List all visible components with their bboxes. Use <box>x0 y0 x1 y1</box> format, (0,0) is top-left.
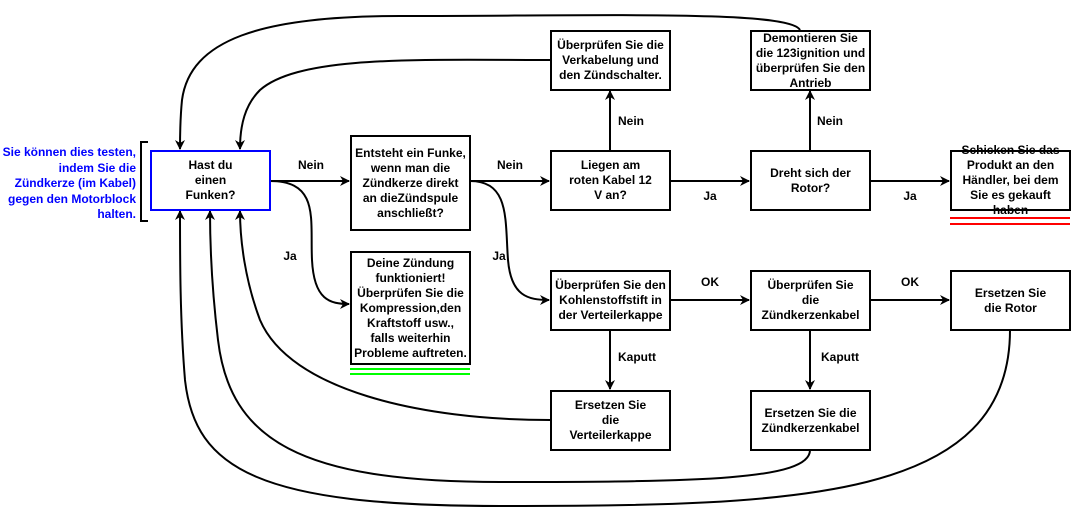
label-cable-broken: Kaputt <box>821 350 859 364</box>
edge-dismount-back <box>175 14 801 150</box>
node-replace-rotor[interactable]: Ersetzen Sie die Rotor <box>950 270 1071 331</box>
label-coil-no: Nein <box>496 158 524 172</box>
node-ignition-ok[interactable]: Deine Zündung funktioniert! Überprüfen S… <box>350 251 471 365</box>
edge-spark-yes <box>269 180 350 309</box>
node-replace-cap[interactable]: Ersetzen Sie die Verteilerkappe <box>550 390 671 451</box>
edge-coil-yes <box>469 180 550 305</box>
label-spark-yes: Ja <box>283 249 297 263</box>
node-check-cable[interactable]: Überprüfen Sie die Zündkerzenkabel <box>750 270 871 331</box>
node-check-carbon[interactable]: Überprüfen Sie den Kohlenstoffstift in d… <box>550 270 671 331</box>
label-coil-yes: Ja <box>492 249 506 263</box>
label-12v-yes: Ja <box>703 189 717 203</box>
label-cable-ok: OK <box>901 275 919 289</box>
edge-wiring-back <box>235 58 551 150</box>
node-rotor-question[interactable]: Dreht sich der Rotor? <box>750 150 871 211</box>
label-carbon-ok: OK <box>701 275 719 289</box>
label-carbon-broken: Kaputt <box>618 350 656 364</box>
node-check-wiring[interactable]: Überprüfen Sie die Verkabelung und den Z… <box>550 30 671 91</box>
edge-cap-back <box>235 210 551 421</box>
node-dismount[interactable]: Demontieren Sie die 123ignition und über… <box>750 30 871 91</box>
node-replace-cable[interactable]: Ersetzen Sie die Zündkerzenkabel <box>750 390 871 451</box>
label-spark-no: Nein <box>297 158 325 172</box>
label-rotor-yes: Ja <box>903 189 917 203</box>
success-underline <box>350 368 470 375</box>
node-coil-question[interactable]: Entsteht ein Funke, wenn man die Zündker… <box>350 135 471 231</box>
bracket <box>140 141 148 222</box>
node-spark-question[interactable]: Hast du einen Funken? <box>150 150 271 211</box>
label-rotor-no: Nein <box>816 114 844 128</box>
node-send-back[interactable]: Schicken Sie das Produkt an den Händler,… <box>950 143 1071 217</box>
node-12v-question[interactable]: Liegen am roten Kabel 12 V an? <box>550 150 671 211</box>
label-12v-no: Nein <box>617 114 645 128</box>
edge-rotor-back <box>175 210 1011 508</box>
edge-cable-back <box>205 210 811 484</box>
error-underline <box>950 217 1070 225</box>
test-hint-note: Sie können dies testen, indem Sie die Zü… <box>2 145 136 221</box>
